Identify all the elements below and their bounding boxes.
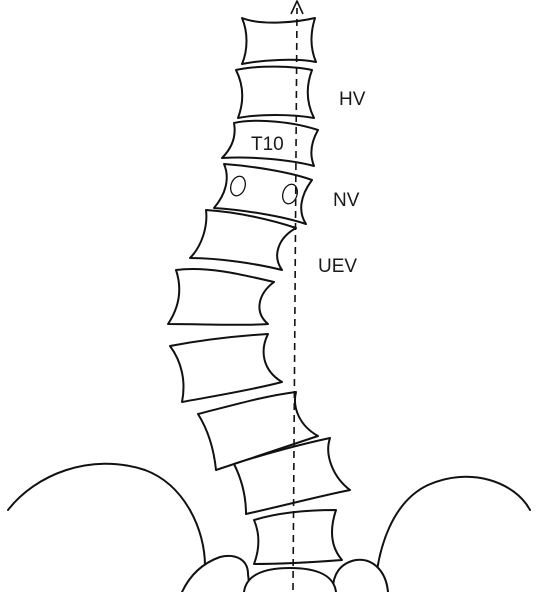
label-hv: HV [339,89,366,110]
vertebra-hv [236,67,314,118]
vertebra-7 [170,334,282,402]
label-t10: T10 [251,134,284,155]
left-iliac-wing [8,464,205,566]
sacrum-top [244,568,336,592]
label-nv: NV [333,190,360,211]
right-iliac-wing [375,477,530,588]
vertebra-uev [190,210,296,270]
vertebra-6 [168,269,274,325]
vertebra-10 [254,510,342,564]
label-uev: UEV [318,256,357,277]
right-sacral-ala [333,560,388,592]
left-sacral-ala [182,556,250,592]
vertebra-1 [242,18,316,64]
